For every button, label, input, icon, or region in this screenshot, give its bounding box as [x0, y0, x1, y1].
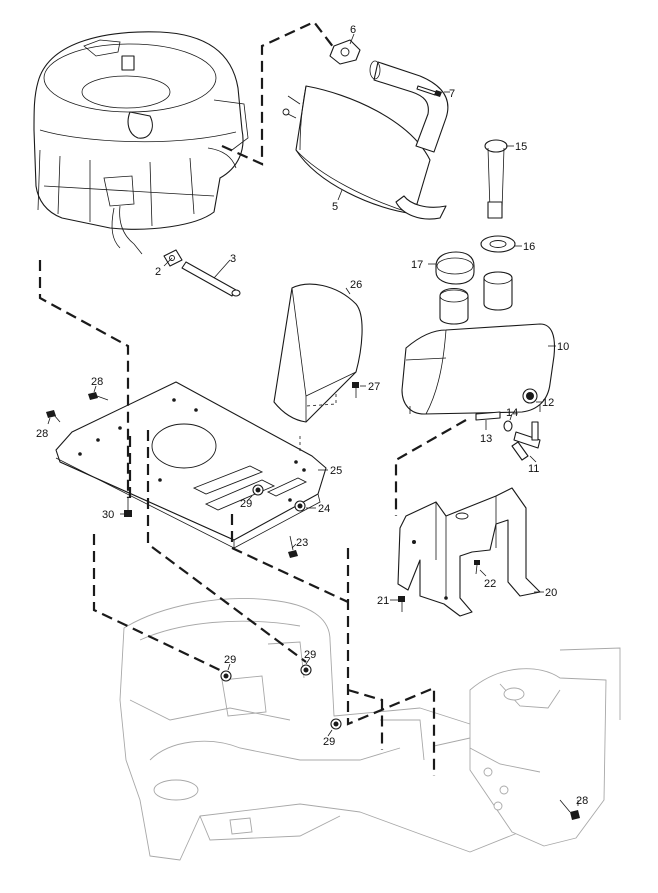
callout-label: 28	[576, 795, 588, 807]
gauge-seal	[480, 235, 516, 253]
exhaust-bolt	[416, 85, 442, 97]
callout-label: 23	[296, 537, 308, 549]
callout-label: 7	[449, 88, 455, 100]
frame	[119, 598, 541, 861]
callout-label: 16	[523, 241, 535, 253]
callout-label: 27	[368, 381, 380, 393]
plate-bolt	[88, 392, 109, 401]
plate-bolt	[46, 410, 61, 423]
plate-bolt	[124, 498, 132, 517]
plate-nut	[294, 500, 306, 512]
seat-pan	[273, 283, 363, 423]
frame-side	[469, 647, 621, 847]
callout-label: 26	[350, 279, 362, 291]
callout-label: 21	[377, 595, 389, 607]
tank-bracket	[397, 487, 541, 617]
frame-nut	[330, 718, 342, 730]
muffler	[282, 60, 449, 220]
assembly-lines	[38, 20, 467, 776]
frame-bolt	[559, 799, 580, 820]
callout-label: 10	[557, 341, 569, 353]
callout-label: 15	[515, 141, 527, 153]
callout-label: 24	[318, 503, 330, 515]
callout-label: 17	[411, 259, 423, 271]
fuel-gauge	[484, 139, 508, 219]
callout-label: 2	[155, 266, 161, 278]
callout-label: 28	[91, 376, 103, 388]
frame-nut	[300, 664, 312, 676]
fuel-tank	[401, 271, 556, 415]
gasket	[329, 39, 361, 65]
callout-label: 29	[240, 498, 252, 510]
frame-nut	[220, 670, 232, 682]
callout-label: 6	[350, 24, 356, 36]
callout-label: 29	[304, 649, 316, 661]
callout-label: 29	[224, 654, 236, 666]
seat-screw	[352, 382, 359, 398]
callout-label: 25	[330, 465, 342, 477]
bracket-screw	[398, 596, 405, 612]
grommet	[522, 388, 538, 404]
mounting-plate	[55, 381, 327, 549]
fuel-cap	[435, 251, 475, 285]
plate-nut	[252, 484, 264, 496]
callout-label: 29	[323, 736, 335, 748]
callout-label: 12	[542, 397, 554, 409]
callout-label: 30	[102, 509, 114, 521]
callout-label: 14	[506, 407, 518, 419]
callout-label: 11	[528, 463, 539, 475]
callout-label: 3	[230, 253, 236, 265]
callout-label: 22	[484, 578, 496, 590]
callout-label: 20	[545, 587, 557, 599]
callout-label: 13	[480, 433, 492, 445]
callout-label: 28	[36, 428, 48, 440]
tank-hose	[475, 411, 501, 421]
callout-group: 2 3 5 6 7 10 11 12 13 14 15 16 17 20 21 …	[36, 24, 588, 807]
bracket-screw	[474, 560, 480, 575]
engine	[33, 31, 249, 255]
callout-label: 5	[332, 201, 338, 213]
fuel-line	[181, 261, 241, 297]
fuel-valve	[511, 421, 541, 461]
hose-clamp	[503, 420, 513, 432]
